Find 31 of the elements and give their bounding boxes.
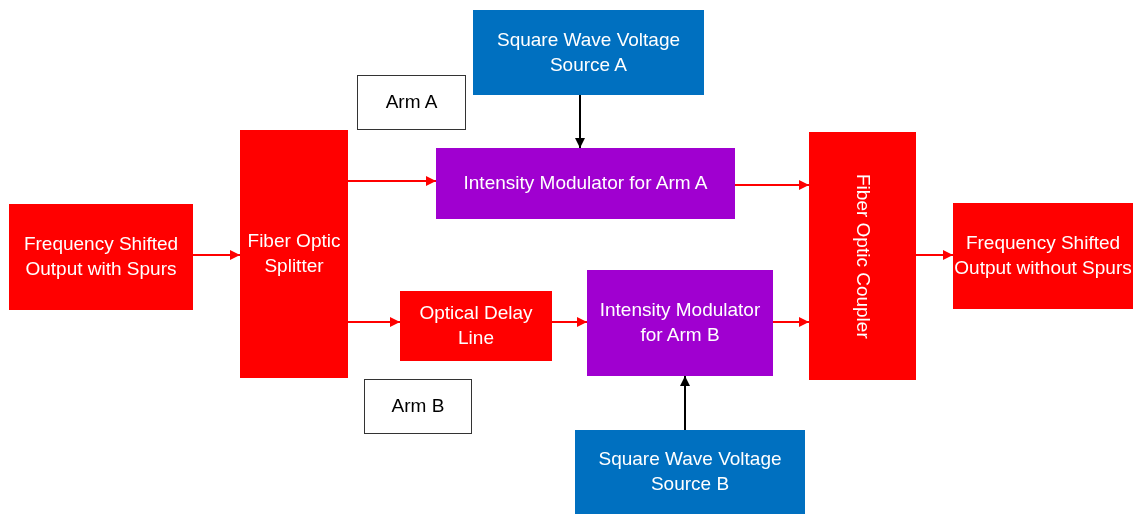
box-label: Frequency Shifted Output with Spurs — [22, 232, 180, 281]
box-label: Fiber Optic Coupler — [851, 173, 875, 339]
process-box — [9, 204, 193, 310]
box-label: Arm B — [391, 394, 445, 419]
box-label: Arm A — [385, 90, 438, 115]
process-box — [400, 291, 552, 361]
box-label: Square Wave Voltage Source B — [597, 447, 783, 496]
box-label: Fiber Optic Splitter — [246, 229, 342, 278]
arrow — [347, 176, 437, 186]
arrow — [575, 94, 585, 149]
arrow — [915, 250, 954, 260]
box-label: Intensity Modulator for Arm A — [463, 171, 708, 196]
box-label: Frequency Shifted Output without Spurs — [953, 231, 1133, 280]
box-label: Intensity Modulator for Arm B — [598, 298, 762, 347]
process-box — [240, 130, 348, 378]
arrow — [734, 180, 810, 190]
arrow — [680, 375, 690, 431]
arrow — [772, 317, 810, 327]
box-label: Square Wave Voltage Source A — [495, 27, 682, 77]
process-box — [809, 132, 916, 380]
source-box — [473, 10, 704, 95]
modulator-box — [436, 148, 735, 219]
arrow — [192, 250, 241, 260]
arrow — [347, 317, 401, 327]
label-box — [364, 379, 472, 434]
source-box — [575, 430, 805, 514]
label-box — [357, 75, 466, 130]
process-box — [953, 203, 1133, 309]
box-label: Optical Delay Line — [418, 301, 534, 350]
arrow — [551, 317, 588, 327]
modulator-box — [587, 270, 773, 376]
